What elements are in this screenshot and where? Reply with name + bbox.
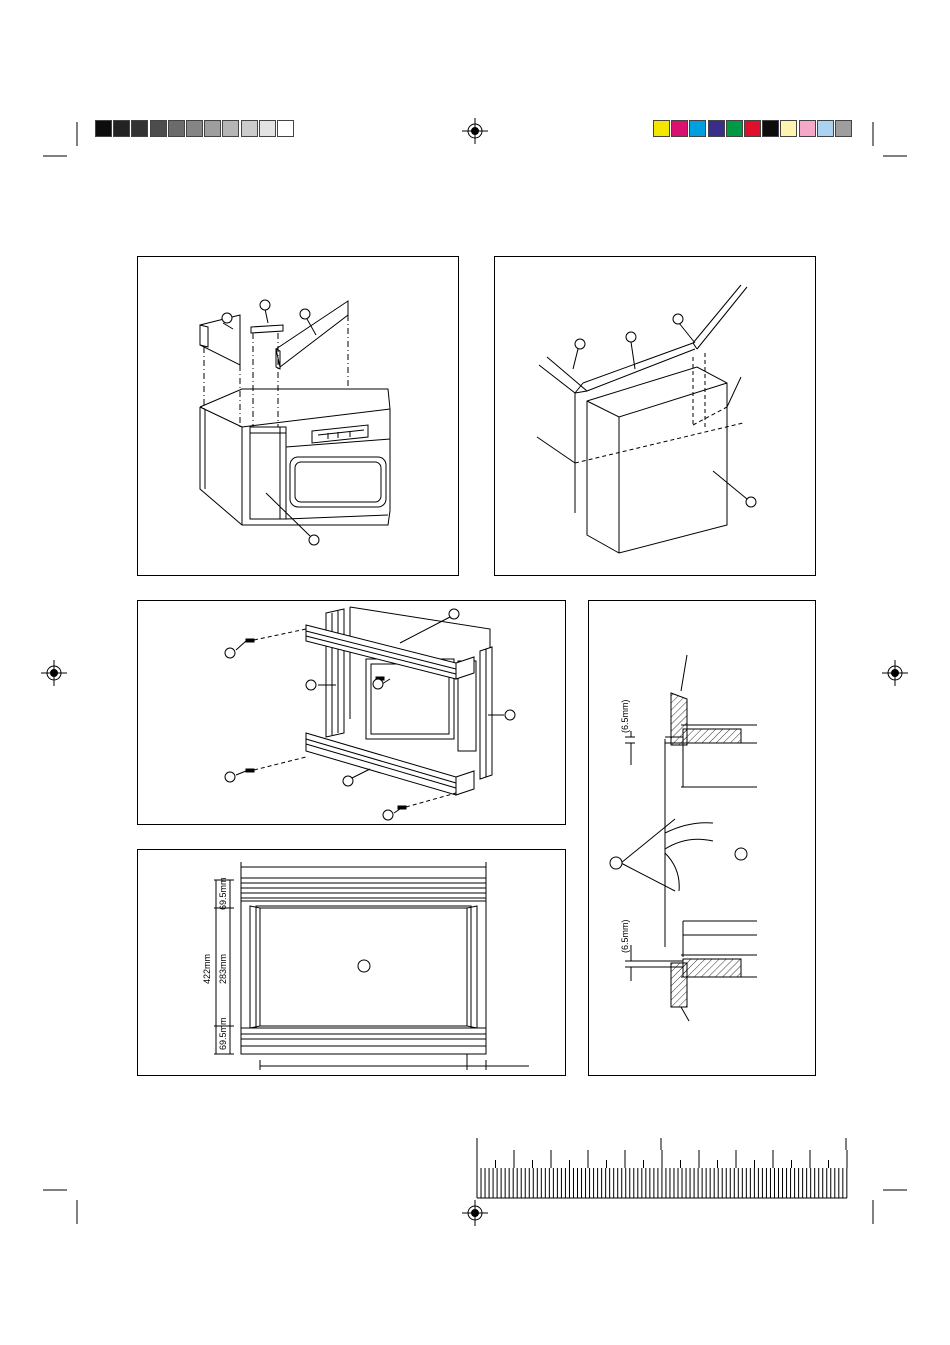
color-swatch	[186, 120, 203, 137]
figure-3-drawing	[138, 601, 567, 826]
color-swatch	[726, 120, 743, 137]
registration-target-right	[882, 660, 908, 686]
figure-2-panel	[494, 256, 816, 576]
color-swatch	[780, 120, 797, 137]
opening-height-label: 283mm	[219, 954, 228, 984]
color-swatch	[653, 120, 670, 137]
bottom-rail-label: 69.5mm	[219, 1017, 228, 1050]
figure-5-panel: 422mm 283mm 69.5mm 69.5mm	[137, 849, 566, 1076]
color-swatch	[689, 120, 706, 137]
registration-target-top	[462, 118, 488, 144]
figure-4-drawing	[589, 601, 817, 1077]
color-swatch	[204, 120, 221, 137]
color-swatch	[835, 120, 852, 137]
color-swatch	[168, 120, 185, 137]
color-swatch	[259, 120, 276, 137]
color-swatch	[277, 120, 294, 137]
figure-1-drawing	[138, 257, 460, 577]
registration-target-bottom	[462, 1200, 488, 1226]
color-swatch	[241, 120, 258, 137]
color-swatch	[95, 120, 112, 137]
color-swatch	[762, 120, 779, 137]
color-swatch	[222, 120, 239, 137]
figure-1-panel	[137, 256, 459, 576]
color-swatch	[744, 120, 761, 137]
color-swatch	[113, 120, 130, 137]
color-swatch	[131, 120, 148, 137]
color-swatch	[708, 120, 725, 137]
figure-4-panel: (6.5mm) (6.5mm)	[588, 600, 816, 1076]
color-swatch	[150, 120, 167, 137]
color-swatch	[799, 120, 816, 137]
color-swatch	[817, 120, 834, 137]
color-swatch	[671, 120, 688, 137]
top-rail-label: 69.5mm	[219, 877, 228, 910]
gap-top-label: (6.5mm)	[621, 700, 630, 734]
figure-2-drawing	[495, 257, 817, 577]
registration-ruler	[477, 1138, 847, 1198]
total-height-label: 422mm	[203, 954, 212, 984]
gap-bottom-label: (6.5mm)	[621, 920, 630, 954]
registration-target-left	[41, 660, 67, 686]
figure-3-panel	[137, 600, 566, 825]
